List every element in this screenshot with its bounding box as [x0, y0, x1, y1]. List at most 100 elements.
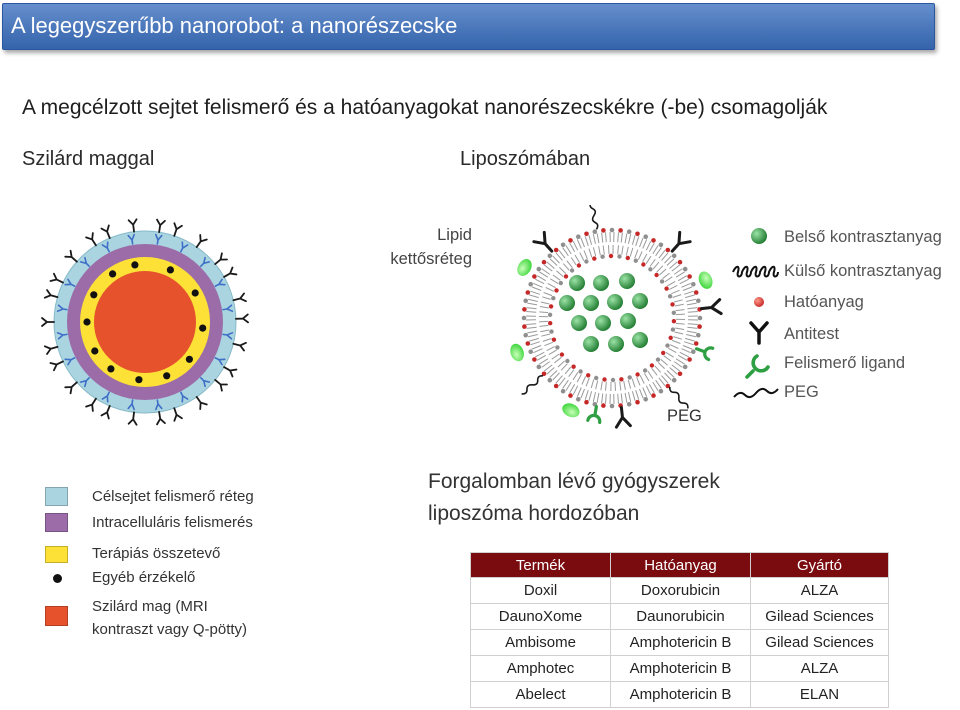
lipid-head [609, 227, 615, 233]
drug-molecule [554, 288, 559, 293]
drug-molecule [671, 319, 677, 324]
legend-label-internal-contrast: Belső kontrasztanyag [784, 228, 942, 246]
title-bar [2, 3, 935, 50]
lipid-head [610, 377, 616, 383]
liposome-heading: Liposzómában [460, 148, 591, 170]
slide-subtitle: A megcélzott sejtet felismerő és a hatóa… [22, 96, 828, 119]
inner-antibody-icon [200, 377, 211, 388]
cell-active-ingredient: Amphotericin B [610, 655, 751, 682]
drug-molecule [693, 341, 699, 346]
antibody-icon [127, 411, 138, 426]
drug-molecule [576, 263, 582, 268]
marketed-drugs-heading-line: Forgalomban lévő gyógyszerek [428, 470, 720, 493]
external-contrast-blob [562, 403, 580, 418]
lipid-head [576, 397, 581, 402]
inner-antibody-icon [101, 391, 110, 403]
inner-antibody-icon [155, 233, 163, 245]
lipid-head [528, 282, 533, 287]
lipid-head [523, 332, 528, 338]
inner-antibody-icon [101, 241, 110, 253]
table-row: Doxil Doxorubicin ALZA [470, 577, 889, 604]
drug-molecule [522, 307, 527, 312]
antibody-icon [532, 230, 554, 253]
drug-molecule [649, 363, 655, 368]
lipid-head [655, 357, 661, 362]
internal-contrast-sphere [583, 295, 599, 311]
lipid-head [536, 364, 542, 370]
drug-molecule [625, 255, 630, 261]
sensor-dots [83, 261, 207, 384]
drug-molecule [541, 371, 547, 377]
lipid-head [594, 375, 599, 381]
antibody-icon [85, 232, 97, 247]
lipid-head [648, 267, 653, 272]
bilayer-label: Lipid kettősréteg [362, 223, 472, 271]
swatch-solid-core [45, 606, 68, 626]
legend-label-sensor: Egyéb érzékelő [92, 569, 196, 586]
red-dot-icon [754, 297, 764, 307]
sensor-dot [163, 372, 171, 380]
solid-core-heading: Szilárd maggal [22, 148, 155, 170]
dark-green-sphere-icon [751, 228, 767, 244]
cell-manufacturer: Gilead Sciences [750, 629, 889, 656]
cell-active-ingredient: Amphotericin B [610, 681, 751, 708]
legend-label-antibody: Antitest [784, 325, 840, 343]
inner-antibody-icon [222, 332, 234, 340]
drug-molecule [584, 231, 589, 237]
drug-molecule [584, 399, 589, 405]
lipid-head [547, 377, 553, 383]
inner-antibody-icon [56, 332, 68, 340]
internal-contrast-sphere [571, 315, 587, 331]
antibody-icon [173, 407, 183, 422]
swatch-therapeutic-layer [45, 546, 68, 563]
legend-label-recognition-layer: Célsejtet felismerő réteg [92, 488, 254, 505]
peg-chain [669, 386, 689, 409]
table-row: Ambisome Amphotericin B Gilead Sciences [470, 629, 889, 656]
cell-product: DaunoXome [470, 603, 611, 630]
marketed-drugs-heading-line: liposzóma hordozóban [428, 502, 640, 525]
lipid-head [549, 329, 554, 334]
drug-molecule [548, 321, 553, 326]
inner-antibody-icon [214, 278, 226, 287]
drug-molecule [677, 259, 683, 265]
lipid-head [696, 332, 701, 338]
lipid-head [560, 242, 566, 248]
antibody-icon [173, 222, 183, 237]
sensor-dot [199, 324, 207, 332]
drug-molecule [635, 372, 640, 377]
sensor-dot [131, 261, 139, 269]
external-contrast-blob [517, 259, 532, 276]
inner-antibody-icon [155, 399, 163, 411]
solid-core [94, 271, 196, 373]
marketed-drugs-heading: Forgalomban lévő gyógyszerek liposzóma h… [428, 466, 720, 530]
lipid-head [658, 242, 664, 248]
lipid-head [584, 259, 589, 264]
ligand-icon [586, 405, 602, 425]
sensor-dot [191, 289, 199, 297]
antibody-icon [614, 406, 632, 429]
antibody-icon [749, 321, 769, 345]
swatch-intracellular-layer [45, 513, 68, 532]
lipid-head [547, 312, 553, 317]
sensor-dot-icon [53, 574, 62, 583]
drug-molecule [651, 238, 656, 243]
swatch-recognition-layer [45, 487, 68, 506]
bilayer-label-line: Lipid [437, 226, 472, 244]
sensor-dot [90, 291, 98, 299]
sensor-dot [91, 347, 99, 355]
lipid-head [642, 368, 648, 373]
lipid-head [696, 298, 701, 304]
inner-antibody-icon [127, 399, 135, 411]
antibody-icon [64, 249, 78, 263]
table-row: DaunoXome Daunorubicin Gilead Sciences [470, 603, 889, 630]
antibody-icon [49, 360, 64, 372]
sensor-dot [135, 376, 143, 384]
table-header-row: Termék Hatóanyag Gyártó [470, 552, 889, 578]
table-row: Amphotec Amphotericin B ALZA [470, 655, 889, 682]
lipid-head [682, 364, 688, 370]
antibody-icon [700, 298, 723, 316]
lipid-head [671, 310, 676, 315]
sensor-dot [185, 355, 193, 363]
drug-molecule [525, 341, 531, 346]
slide-title: A legegyszerűbb nanorobot: a nanorészecs… [11, 13, 458, 38]
